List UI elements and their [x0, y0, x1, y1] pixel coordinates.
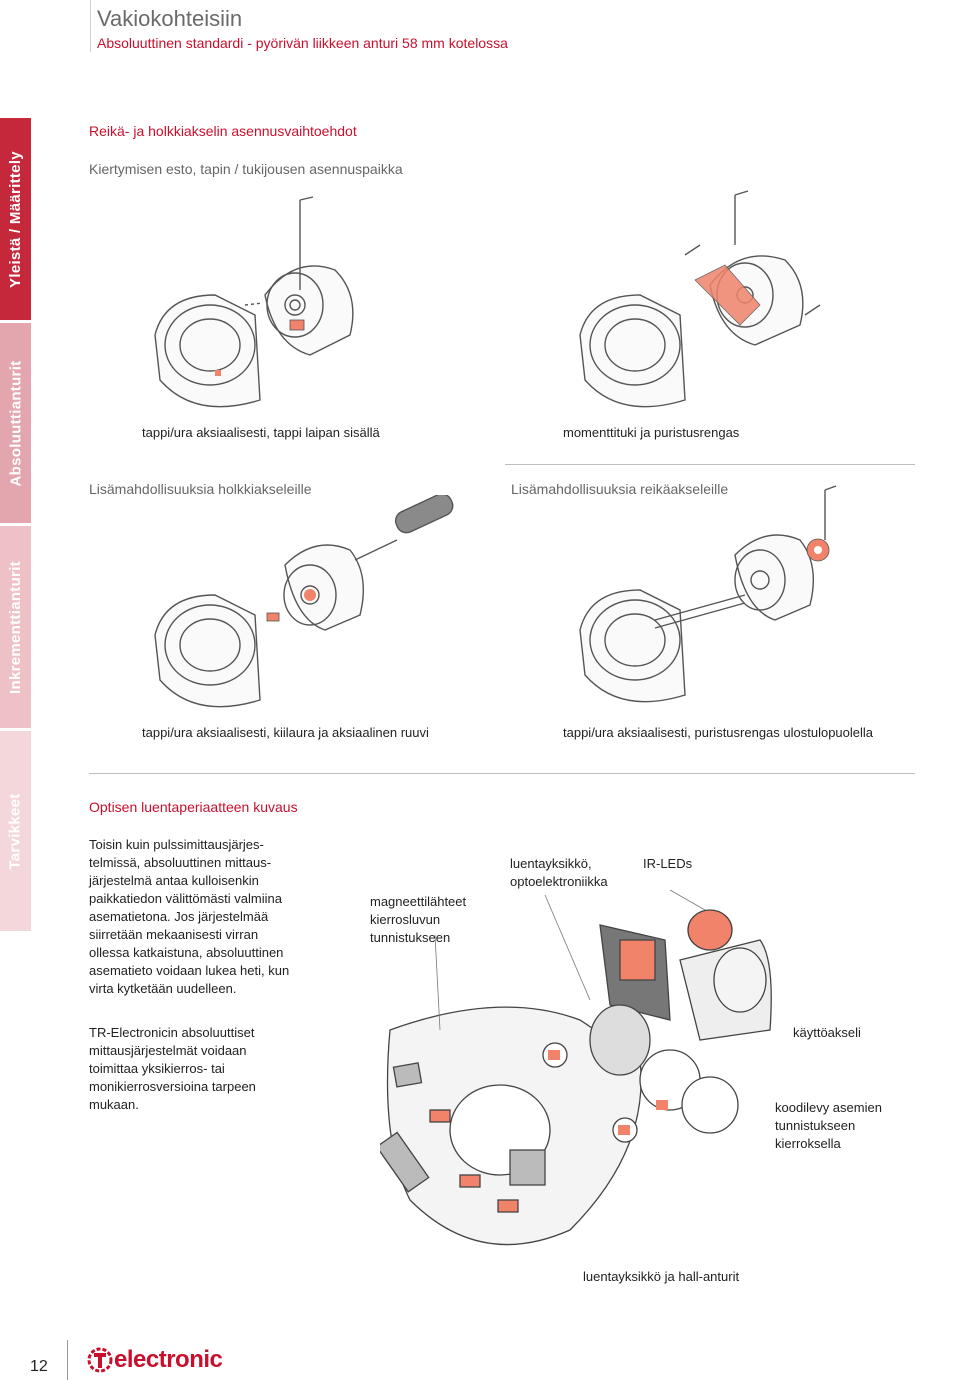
footer-divider	[67, 1340, 68, 1380]
page-title: Vakiokohteisiin	[97, 6, 243, 31]
optical-encoder-exploded-illustration	[380, 889, 772, 1246]
header-divider	[90, 0, 91, 52]
heading-solid-shaft-options: Lisämahdollisuuksia reikäakseleille	[511, 481, 729, 497]
paragraph-line: virta kytketään uudelleen.	[89, 981, 237, 996]
paragraph-line: asematieto voidaan lukea heti, kun	[89, 963, 290, 978]
section-heading-optical: Optisen luentaperiaatteen kuvaus	[89, 799, 298, 815]
label-hall-sensors: luentayksikkö ja hall-anturit	[583, 1269, 740, 1284]
encoder-torque-support-illustration	[579, 190, 821, 408]
paragraph-line: järjestelmä antaa kulloisenkin	[89, 873, 259, 888]
paragraph-line: monikierrosversioina tarpeen	[89, 1079, 256, 1094]
paragraph-line: mukaan.	[89, 1097, 139, 1112]
paragraph-line: asematietona. Jos järjestelmää	[89, 909, 269, 924]
caption-torque-support: momenttituki ja puristusrengas	[563, 425, 740, 440]
label-line: kierroksella	[775, 1136, 841, 1151]
sidetab-label: Tarvikkeet	[7, 792, 25, 870]
label-line: luentayksikkö,	[510, 856, 592, 871]
paragraph-line: siirretään mekaanisesti virran	[89, 927, 259, 942]
sidetab-general[interactable]: Yleistä / Määrittely	[0, 118, 31, 320]
label-magnets: magneettilähteet kierrosluvun tunnistuks…	[370, 893, 466, 947]
tr-logo-icon	[87, 1347, 113, 1373]
encoder-clamp-ring-illustration	[579, 485, 837, 703]
tr-electronic-logo: electronic	[86, 1344, 223, 1376]
divider	[89, 773, 915, 774]
paragraph-line: TR-Electronicin absoluuttiset	[89, 1025, 255, 1040]
paragraph-tr-versions: TR-Electronicin absoluuttiset mittausjär…	[89, 1024, 309, 1114]
encoder-pin-flange-illustration	[154, 196, 354, 408]
sidetab-absolute[interactable]: Absoluuttianturit	[0, 323, 31, 523]
page-number: 12	[30, 1358, 48, 1375]
label-line: magneettilähteet	[370, 894, 467, 909]
page-subtitle: Absoluuttinen standardi - pyörivän liikk…	[97, 35, 508, 51]
paragraph-line: paikkatiedon välittömästi valmiina	[89, 891, 282, 906]
encoder-keyway-screw-illustration	[154, 495, 454, 708]
paragraph-line: toimittaa yksikierros- tai	[89, 1061, 225, 1076]
divider	[505, 464, 915, 465]
paragraph-line: telmissä, absoluuttinen mittaus-	[89, 855, 272, 870]
label-line: tunnistukseen	[370, 930, 451, 945]
label-reader-unit: luentayksikkö, optoelektroniikka	[510, 855, 608, 891]
label-line: koodilevy asemien tunnistukseen	[775, 1100, 882, 1133]
paragraph-line: ollessa katkaistuna, absoluuttinen	[89, 945, 284, 960]
sidetab-incremental[interactable]: Inkrementtianturit	[0, 526, 31, 728]
caption-keyway-screw: tappi/ura aksiaalisesti, kiilaura ja aks…	[142, 725, 429, 740]
section-heading-mounting: Reikä- ja holkkiakselin asennusvaihtoehd…	[89, 123, 357, 139]
logo-wordmark: electronic	[114, 1346, 223, 1373]
label-line: kierrosluvun	[370, 912, 441, 927]
paragraph-absolute-principle: Toisin kuin pulssimittausjärjes- telmiss…	[89, 836, 309, 998]
sidetab-label: Yleistä / Määrittely	[7, 150, 24, 288]
sidetab-label: Inkrementtianturit	[7, 560, 25, 694]
heading-hollow-shaft-options: Lisämahdollisuuksia holkkiakseleille	[89, 481, 312, 497]
label-drive-shaft: käyttöakseli	[793, 1025, 861, 1040]
section-subheading-antirotation: Kiertymisen esto, tapin / tukijousen ase…	[89, 161, 403, 177]
label-ir-leds: IR-LEDs	[643, 856, 693, 871]
caption-clamp-ring: tappi/ura aksiaalisesti, puristusrengas …	[563, 725, 874, 740]
sidetab-accessories[interactable]: Tarvikkeet	[0, 731, 31, 931]
sidetab-label: Absoluuttianturit	[7, 360, 25, 486]
label-code-disc: koodilevy asemien tunnistukseen kierroks…	[775, 1099, 960, 1153]
label-line: optoelektroniikka	[510, 874, 608, 889]
paragraph-line: Toisin kuin pulssimittausjärjes-	[89, 837, 264, 852]
caption-pin-in-flange: tappi/ura aksiaalisesti, tappi laipan si…	[142, 425, 380, 440]
paragraph-line: mittausjärjestelmät voidaan	[89, 1043, 247, 1058]
